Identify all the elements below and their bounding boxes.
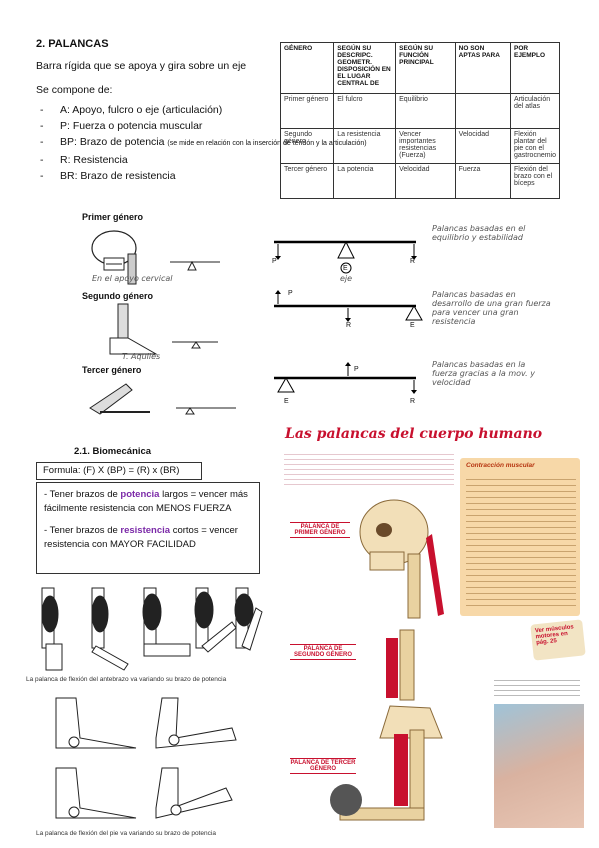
diagram-r-label: R bbox=[410, 398, 416, 405]
table-row: Segundo género La resistencia Vencer imp… bbox=[279, 128, 561, 164]
diagram-p-label: P bbox=[354, 366, 359, 373]
table-cell: La resistencia bbox=[333, 128, 397, 164]
diagram-r-label: R bbox=[410, 258, 416, 265]
table-cell: Segundo género bbox=[279, 128, 335, 164]
caption-foot: La palanca de flexión del pie va variand… bbox=[36, 830, 216, 837]
diagram-e-label: E bbox=[410, 322, 415, 329]
diagram-r-label: R bbox=[346, 322, 352, 329]
handwritten-note: Palancas basadas en desarrollo de una gr… bbox=[432, 290, 551, 326]
handwritten-note: Palancas basadas en la fuerza gracias a … bbox=[432, 360, 535, 387]
book-text-block bbox=[284, 450, 454, 488]
intro-text: Barra rígida que se apoya y gira sobre u… bbox=[36, 60, 247, 72]
levers-table: GÉNERO SEGÚN SU DESCRIPC. GEOMETR. DISPO… bbox=[279, 42, 561, 199]
foot-flexion-sequence bbox=[55, 697, 237, 819]
table-cell bbox=[454, 93, 511, 129]
list-item: R: Resistencia bbox=[36, 152, 367, 168]
table-cell: La potencia bbox=[333, 163, 397, 199]
skull-lever-illustration bbox=[91, 230, 220, 285]
formula-box: Formula: (F) X (BP) = (R) x (BR) bbox=[36, 462, 202, 480]
caption-forearm: La palanca de flexión del antebrazo va v… bbox=[26, 676, 227, 683]
list-item-note: (se mide en relación con la inserción de… bbox=[167, 140, 367, 147]
list-item: P: Fuerza o potencia muscular bbox=[36, 118, 367, 134]
table-cell: Vencer importantes resistencias (Fuerza) bbox=[395, 128, 456, 164]
table-row: Primer género El fulcro Equilibrio Artic… bbox=[279, 93, 561, 129]
lever-types-diagram bbox=[274, 240, 423, 394]
list-item: A: Apoyo, fulcro o eje (articulación) bbox=[36, 102, 367, 118]
table-header: POR EJEMPLO bbox=[509, 42, 561, 94]
list-item: BP: Brazo de potencia (se mide en relaci… bbox=[36, 134, 367, 152]
woman-dumbbell-photo bbox=[494, 704, 584, 828]
page-reference-stamp: Ver músculos motores en pág. 25 bbox=[530, 619, 586, 661]
table-header: SEGÚN SU DESCRIPC. GEOMETR. DISPOSICIÓN … bbox=[333, 42, 397, 94]
table-cell: Articulación del atlas bbox=[509, 93, 561, 129]
tag-tercer-genero: PALANCA DE TERCER GÉNERO bbox=[290, 758, 356, 774]
figure-note-segundo: T. Aquiles bbox=[122, 352, 161, 361]
table-header: GÉNERO bbox=[279, 42, 335, 94]
section-heading: 2. PALANCAS bbox=[36, 38, 109, 50]
table-cell: Flexión del brazo con el bíceps bbox=[509, 163, 561, 199]
skull-spine-illustration bbox=[359, 499, 444, 619]
figure-label-primer: Primer género bbox=[82, 212, 144, 222]
table-header: SEGÚN SU FUNCIÓN PRINCIPAL bbox=[395, 42, 456, 94]
photo-caption-text bbox=[494, 676, 580, 700]
table-cell: Velocidad bbox=[395, 163, 456, 199]
diagram-eje-note: eje bbox=[340, 274, 353, 283]
brazos-box: - Tener brazos de potencia largos = venc… bbox=[36, 482, 260, 574]
table-row: Tercer género La potencia Velocidad Fuer… bbox=[279, 163, 561, 199]
forearm-flexion-sequence bbox=[41, 587, 263, 671]
side-panel-text bbox=[466, 474, 576, 610]
list-item: BR: Brazo de resistencia bbox=[36, 168, 367, 184]
subsection-heading: 2.1. Biomecánica bbox=[74, 446, 152, 457]
table-cell: Velocidad bbox=[454, 128, 511, 164]
handwritten-note: Palancas basadas en el equilibrio y esta… bbox=[432, 224, 526, 242]
side-panel-title: Contracción muscular bbox=[466, 462, 535, 469]
table-cell: Flexión plantar del pie con el gastrocne… bbox=[509, 128, 561, 164]
leg-foot-illustration bbox=[379, 629, 443, 739]
diagram-e-label: E bbox=[343, 265, 348, 272]
brazos-line-2: - Tener brazos de resistencia cortos = v… bbox=[44, 525, 238, 550]
table-cell: El fulcro bbox=[333, 93, 397, 129]
figure-label-tercer: Tercer género bbox=[82, 365, 142, 375]
arm-lever-illustration bbox=[89, 383, 236, 415]
table-cell: Equilibrio bbox=[395, 93, 456, 129]
table-cell: Primer género bbox=[279, 93, 335, 129]
figure-label-segundo: Segundo género bbox=[82, 291, 154, 301]
tag-segundo-genero: PALANCA DE SEGUNDO GÉNERO bbox=[290, 644, 356, 660]
diagram-p-label: P bbox=[272, 258, 277, 265]
brazos-line-1: - Tener brazos de potencia largos = venc… bbox=[44, 489, 248, 514]
tag-primer-genero: PALANCA DE PRIMER GÉNERO bbox=[290, 522, 350, 538]
parts-list: A: Apoyo, fulcro o eje (articulación) P:… bbox=[36, 102, 367, 184]
diagram-p-label: P bbox=[288, 290, 293, 297]
table-header-row: GÉNERO SEGÚN SU DESCRIPC. GEOMETR. DISPO… bbox=[279, 42, 561, 94]
foot-lever-illustration bbox=[109, 303, 218, 355]
arm-bicep-illustration bbox=[330, 729, 425, 821]
book-title: Las palancas del cuerpo humano bbox=[285, 426, 543, 442]
table-cell: Fuerza bbox=[454, 163, 511, 199]
diagram-e-label: E bbox=[284, 398, 289, 405]
table-cell: Tercer género bbox=[279, 163, 335, 199]
compone-text: Se compone de: bbox=[36, 84, 113, 96]
table-header: NO SON APTAS PARA bbox=[454, 42, 511, 94]
figure-note-primer: En el apoyo cervical bbox=[92, 274, 173, 283]
